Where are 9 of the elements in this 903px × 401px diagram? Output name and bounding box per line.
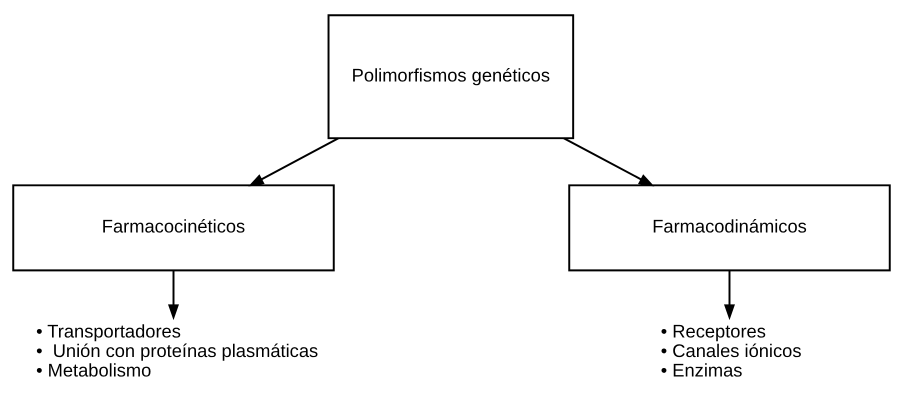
arrow xyxy=(724,270,735,320)
arrow xyxy=(563,136,654,186)
arrow xyxy=(248,136,339,186)
node-box: Farmacocinéticos xyxy=(12,184,335,271)
node-box: Farmacodinámicos xyxy=(568,184,891,271)
node-text: • Transportadores • Unión con proteínas plasmáticas • Metabolismo xyxy=(36,320,318,380)
node-text: • Receptores • Canales iónicos • Enzimas xyxy=(660,320,802,380)
arrow xyxy=(168,270,179,320)
node-box: Polimorfismos genéticos xyxy=(328,14,574,139)
